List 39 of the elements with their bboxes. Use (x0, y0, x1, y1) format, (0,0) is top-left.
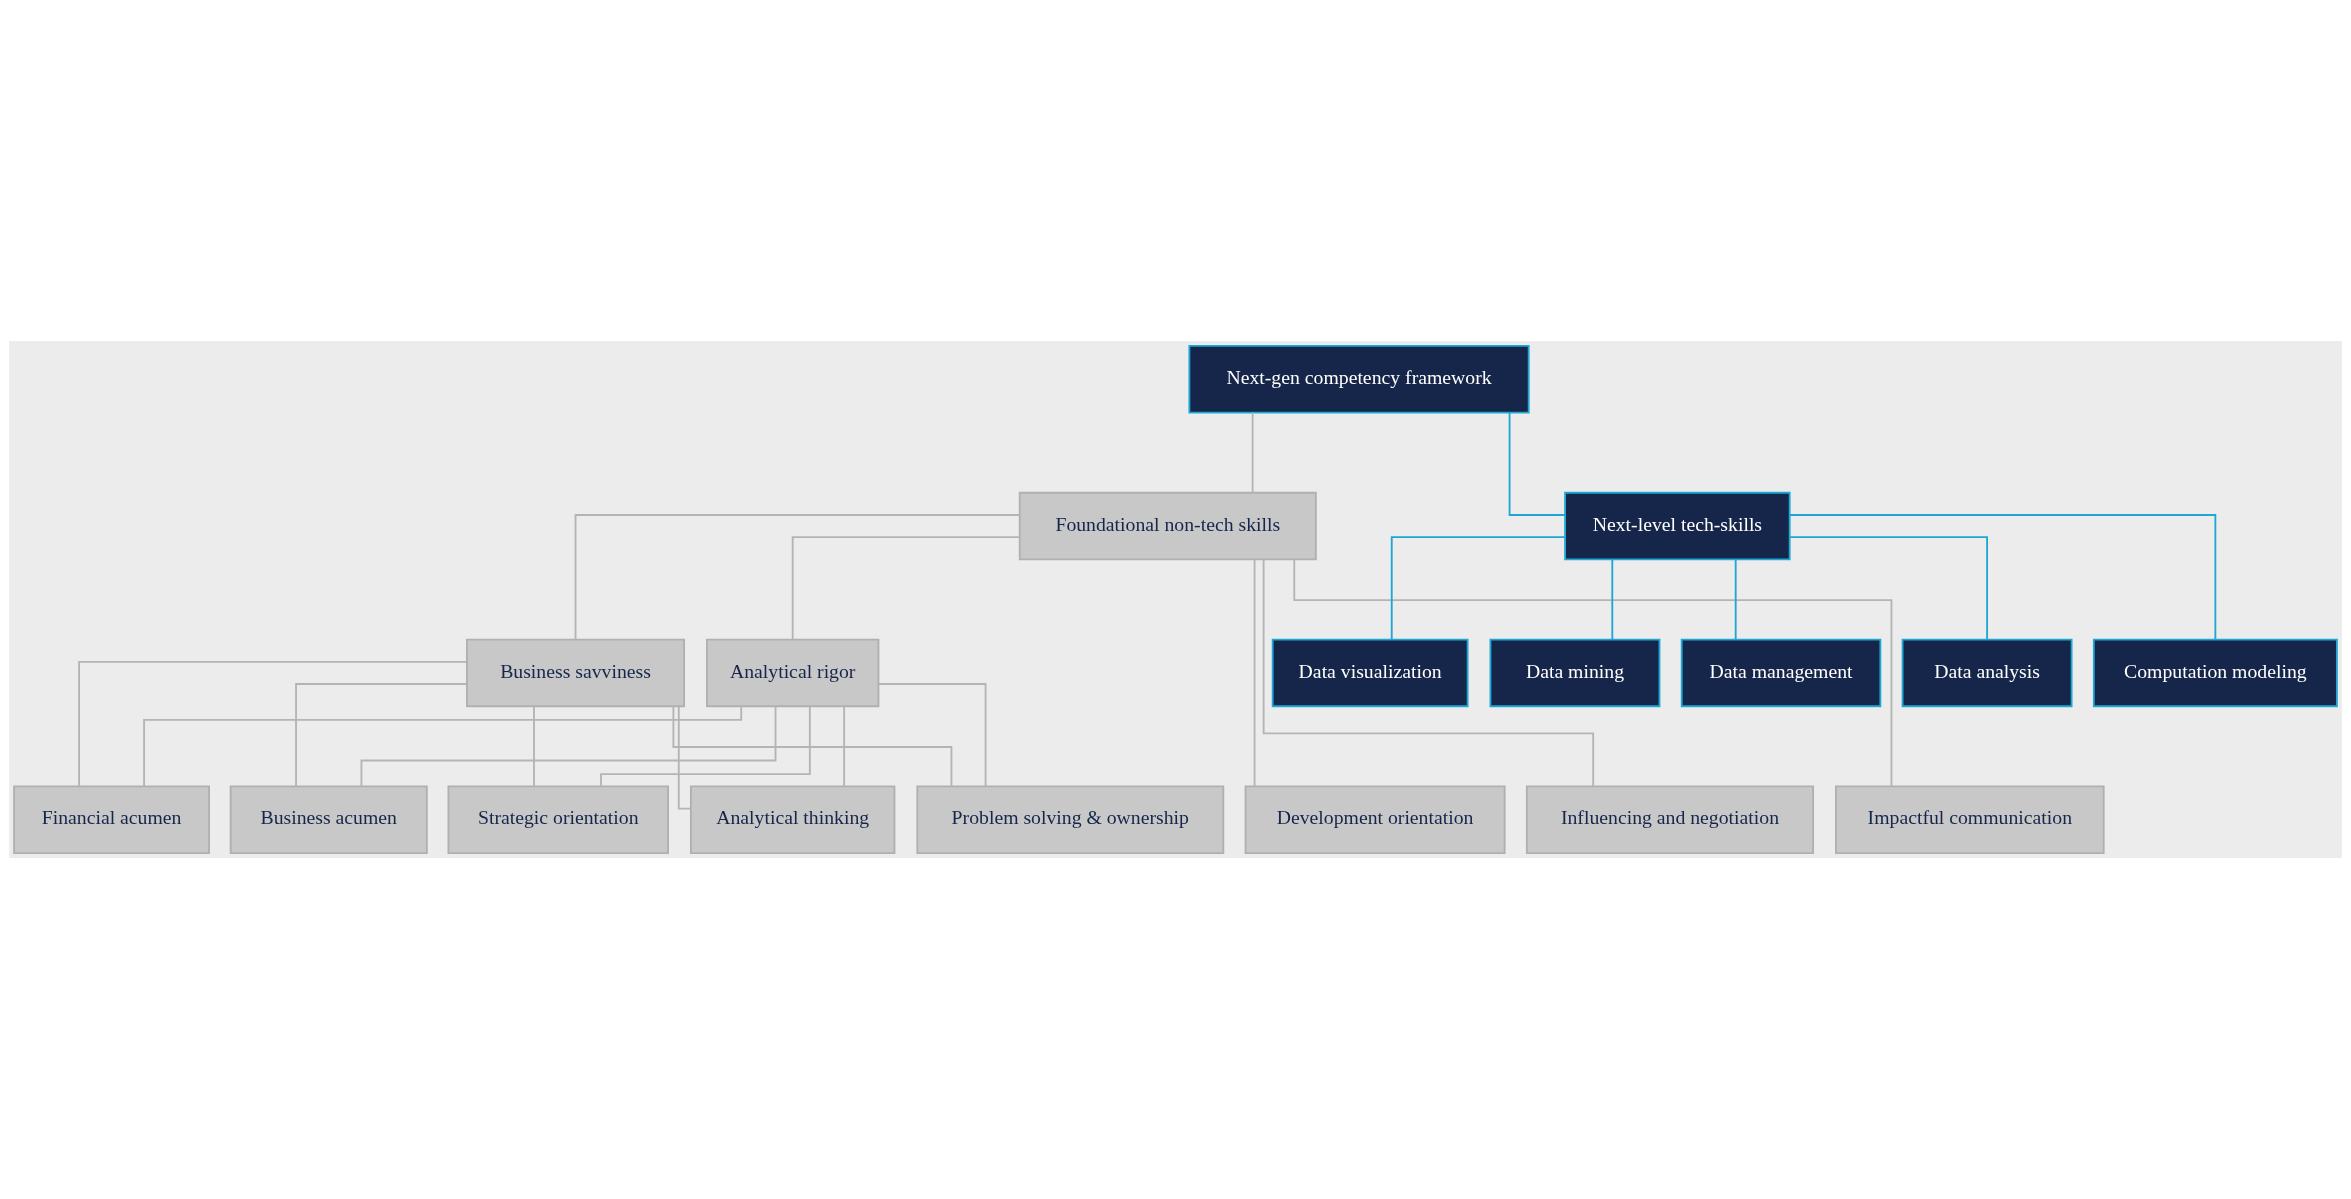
node-box: Business savviness (466, 638, 686, 708)
node-box: Next-level tech-skills (1564, 491, 1791, 561)
connector (533, 705, 535, 787)
connector (677, 705, 692, 810)
connector (1293, 558, 1893, 788)
node-box: Data analysis (1901, 638, 2073, 708)
connector (1251, 411, 1254, 494)
node-box: Data visualization (1271, 638, 1469, 708)
connector (1611, 558, 1614, 641)
node-box: Analytical thinking (689, 785, 896, 854)
node-box: Financial acumen (13, 785, 210, 854)
node-box: Analytical rigor (706, 638, 880, 708)
connector (1390, 536, 1566, 641)
node-box: Data mining (1489, 638, 1661, 708)
connector (878, 683, 987, 788)
connector (295, 683, 468, 788)
connector (574, 514, 1021, 641)
node-box: Data management (1680, 638, 1882, 708)
node-box: Problem solving & ownership (916, 785, 1225, 854)
node-box: Computation modeling (2092, 638, 2338, 708)
connector (1789, 536, 1988, 641)
connector (1508, 411, 1566, 516)
node-box: Strategic orientation (447, 785, 669, 854)
connector (672, 705, 953, 788)
node-box: Business acumen (229, 785, 428, 854)
node-box: Development orientation (1244, 785, 1506, 854)
node-box: Influencing and negotiation (1525, 785, 1815, 854)
node-box: Foundational non-tech skills (1018, 491, 1317, 561)
connector (143, 705, 743, 787)
connector (1253, 558, 1256, 787)
connector (78, 660, 468, 788)
connector (791, 536, 1021, 641)
node-box: Next-gen competency framework (1188, 345, 1530, 414)
node-box: Impactful communication (1835, 785, 2105, 854)
connector (1262, 558, 1595, 788)
connector (1788, 514, 2217, 641)
connector (1734, 558, 1737, 641)
connector (600, 705, 811, 787)
connector (843, 705, 846, 787)
